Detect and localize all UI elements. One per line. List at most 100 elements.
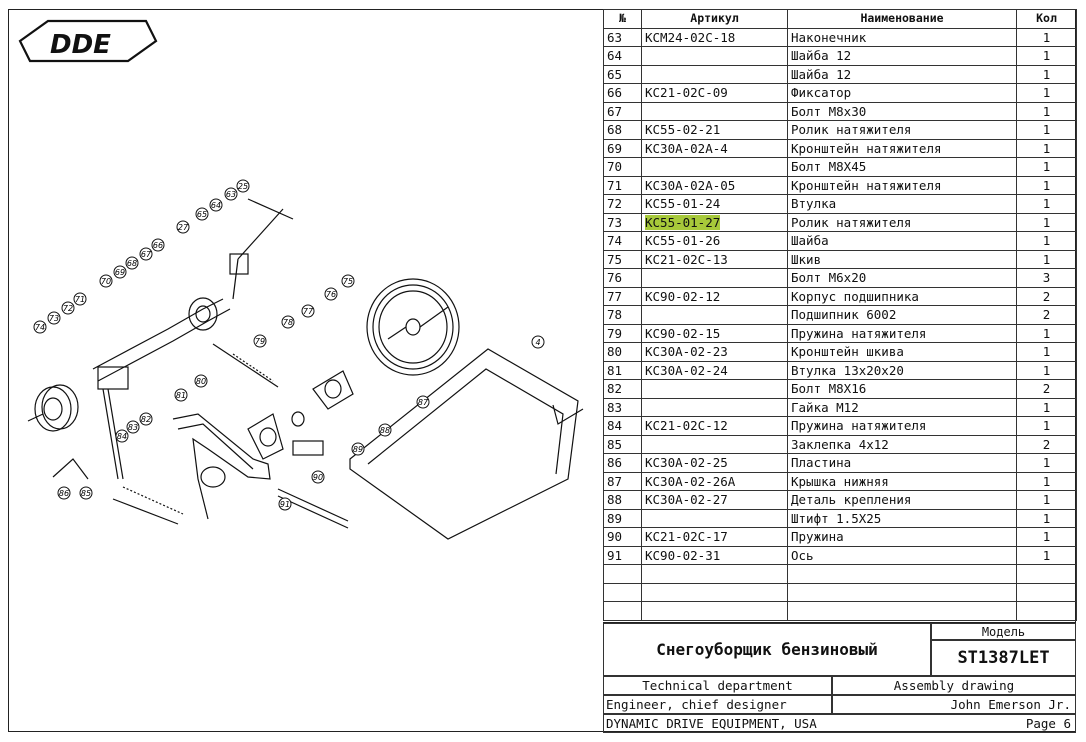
svg-text:83: 83 <box>128 423 138 432</box>
callout-88: 88 <box>378 423 392 437</box>
svg-text:70: 70 <box>101 277 111 286</box>
row-article: KC55-01-24 <box>641 194 788 214</box>
row-num: 79 <box>603 323 642 343</box>
row-name: Втулка <box>787 194 1017 214</box>
row-article: KC90-02-15 <box>641 323 788 343</box>
row-name: Шайба 12 <box>787 64 1017 84</box>
svg-text:81: 81 <box>176 391 186 400</box>
callout-74: 74 <box>33 320 47 334</box>
table-row <box>603 601 1077 621</box>
callout-labels: 25 63 64 65 27 66 67 68 69 70 71 72 73 7… <box>33 179 545 511</box>
tensioner-arm-drawing <box>52 198 294 480</box>
row-qty: 1 <box>1016 175 1077 195</box>
svg-text:69: 69 <box>115 268 125 277</box>
row-article <box>641 305 788 325</box>
row-num: 75 <box>603 249 642 269</box>
row-num: 73 <box>603 212 642 232</box>
callout-75: 75 <box>341 274 355 288</box>
row-name: Заклепка 4x12 <box>787 434 1017 454</box>
row-article: KC55-01-26 <box>641 231 788 251</box>
callout-91: 91 <box>278 497 292 511</box>
callout-90: 90 <box>311 470 325 484</box>
header-article: Артикул <box>641 9 788 29</box>
department: Technical department <box>603 676 832 695</box>
callout-70: 70 <box>99 274 113 288</box>
table-header-row: № Артикул Наименование Кол <box>603 9 1077 29</box>
row-article: KC30A-02-23 <box>641 342 788 362</box>
row-num: 70 <box>603 157 642 177</box>
row-name: Штифт 1.5X25 <box>787 508 1017 528</box>
callout-79: 79 <box>253 334 267 348</box>
company-name: DYNAMIC DRIVE EQUIPMENT, USA <box>603 714 1076 733</box>
callout-80: 80 <box>194 374 208 388</box>
highlighted-article: KC55-01-27 <box>645 214 721 230</box>
svg-text:63: 63 <box>226 190 236 199</box>
callout-27: 27 <box>176 220 190 234</box>
svg-text:74: 74 <box>35 323 45 332</box>
callout-63: 63 <box>224 187 238 201</box>
row-name: Фиксатор <box>787 83 1017 103</box>
callout-65: 65 <box>195 207 209 221</box>
row-name: Крышка нижняя <box>787 471 1017 491</box>
callout-78: 78 <box>281 315 295 329</box>
callout-64: 64 <box>209 198 223 212</box>
row-article <box>641 397 788 417</box>
callout-71: 71 <box>73 292 87 306</box>
row-qty: 1 <box>1016 360 1077 380</box>
callout-67: 67 <box>139 247 153 261</box>
row-article: KC21-02C-17 <box>641 527 788 547</box>
row-name: Наконечник <box>787 27 1017 47</box>
row-article <box>641 508 788 528</box>
callout-76: 76 <box>324 287 338 301</box>
row-name: Ось <box>787 545 1017 565</box>
row-num <box>603 564 642 584</box>
header-name: Наименование <box>787 9 1017 29</box>
svg-text:71: 71 <box>75 295 85 304</box>
row-num: 74 <box>603 231 642 251</box>
row-name: Подшипник 6002 <box>787 305 1017 325</box>
row-qty: 1 <box>1016 416 1077 436</box>
svg-text:88: 88 <box>380 426 390 435</box>
row-num: 89 <box>603 508 642 528</box>
callout-84: 84 <box>115 429 129 443</box>
row-qty: 1 <box>1016 231 1077 251</box>
row-qty: 1 <box>1016 323 1077 343</box>
row-num: 87 <box>603 471 642 491</box>
row-name: Корпус подшипника <box>787 286 1017 306</box>
callout-73: 73 <box>47 311 61 325</box>
callout-81: 81 <box>174 388 188 402</box>
row-name: Шкив <box>787 249 1017 269</box>
row-name: Деталь крепления <box>787 490 1017 510</box>
header-num: № <box>603 9 642 29</box>
row-qty: 1 <box>1016 249 1077 269</box>
row-name <box>787 564 1017 584</box>
row-name: Ролик натяжителя <box>787 120 1017 140</box>
row-qty: 1 <box>1016 545 1077 565</box>
row-num: 83 <box>603 397 642 417</box>
callout-87: 87 <box>416 395 430 409</box>
row-article: KC55-01-27 <box>641 212 788 232</box>
row-article <box>641 601 788 621</box>
row-num: 80 <box>603 342 642 362</box>
row-num: 85 <box>603 434 642 454</box>
exploded-view-drawing: DDE <box>18 19 584 540</box>
row-name: Пружина натяжителя <box>787 323 1017 343</box>
model-value: ST1387LET <box>931 640 1076 676</box>
row-name: Кронштейн натяжителя <box>787 175 1017 195</box>
row-num: 66 <box>603 83 642 103</box>
svg-text:76: 76 <box>326 290 336 299</box>
bracket-drawing <box>112 413 271 525</box>
